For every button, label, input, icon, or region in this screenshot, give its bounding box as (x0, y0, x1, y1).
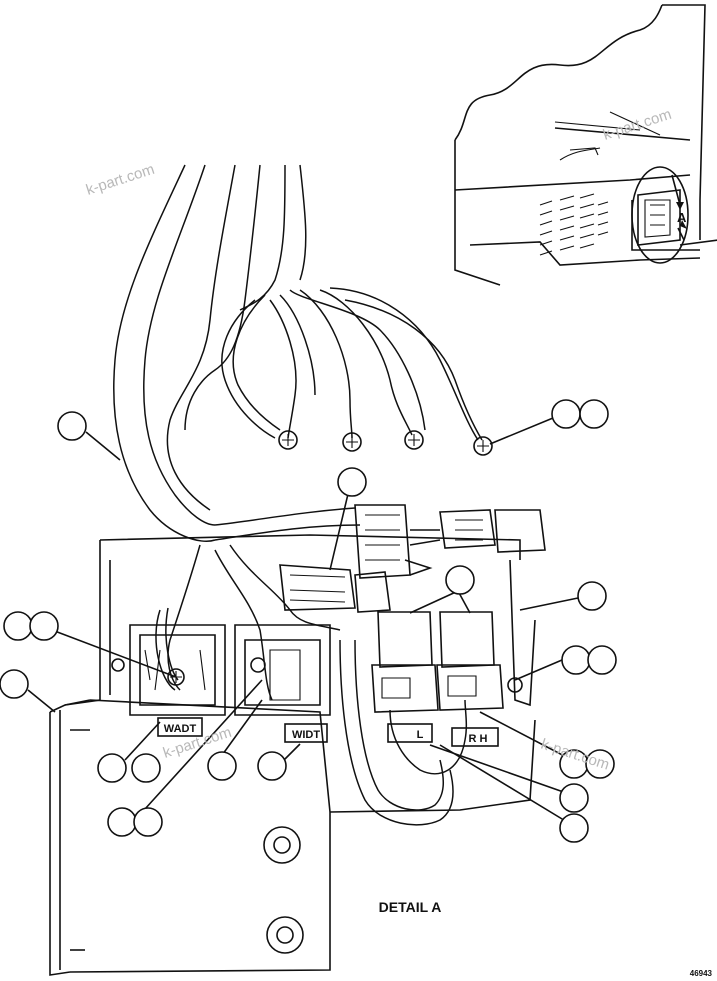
mount-hole-lower (266, 916, 304, 954)
tag-wadt-text: WADT (164, 723, 197, 735)
callout-6 (577, 581, 607, 611)
relay-rh (439, 611, 495, 668)
callout-19 (107, 807, 137, 837)
callout-9 (561, 645, 591, 675)
figure-number: 46943 (690, 969, 713, 978)
callouts (0, 399, 617, 843)
callout-14 (207, 751, 237, 781)
view-marker: A (677, 210, 687, 225)
callout-17 (585, 749, 615, 779)
ring-terminals (278, 430, 493, 456)
callout-15 (257, 751, 287, 781)
inset-vent-left (539, 193, 609, 256)
callout-21 (559, 813, 589, 843)
connector-block-a (354, 504, 411, 579)
connectors-upper (279, 504, 546, 613)
relay-widt: WIDT (234, 624, 331, 743)
callout-8 (29, 611, 59, 641)
tag-l (387, 723, 433, 743)
plate-stud (507, 677, 523, 693)
inset-detail-circle (631, 166, 689, 264)
callout-7 (3, 611, 33, 641)
relay-wadt: WADT (129, 607, 226, 737)
relays-lower: L R H (371, 611, 504, 747)
tag-wadt (157, 717, 203, 737)
ring-terminal-4 (473, 436, 493, 456)
ring-terminal-1 (278, 430, 298, 450)
ring-terminal-3 (404, 430, 424, 450)
callout-3 (551, 399, 581, 429)
tag-widt (284, 723, 328, 743)
watermark-1: k-part.com (84, 161, 157, 199)
connector-block-c (279, 564, 356, 611)
tag-widt-text: WIDT (292, 729, 320, 741)
ring-terminal-2 (342, 432, 362, 452)
mounting-plate (49, 534, 536, 976)
leader-lines (27, 417, 579, 826)
callout-11 (0, 669, 29, 699)
callout-13 (131, 753, 161, 783)
mount-hole-upper (263, 826, 301, 864)
callout-20 (133, 807, 163, 837)
wire-harness (113, 164, 483, 826)
callout-4 (579, 399, 609, 429)
relay-l (377, 611, 433, 668)
callout-5 (445, 565, 475, 595)
callout-2 (337, 467, 367, 497)
tag-rh (451, 727, 499, 747)
inset-view: A (454, 4, 717, 286)
callout-12 (97, 753, 127, 783)
callout-18 (559, 783, 589, 813)
connector-block-b (439, 509, 496, 549)
tag-l-text: L (417, 729, 424, 741)
tag-rh-text: R H (469, 733, 488, 745)
callout-10 (587, 645, 617, 675)
callout-1 (57, 411, 87, 441)
detail-label: DETAIL A (379, 899, 442, 915)
